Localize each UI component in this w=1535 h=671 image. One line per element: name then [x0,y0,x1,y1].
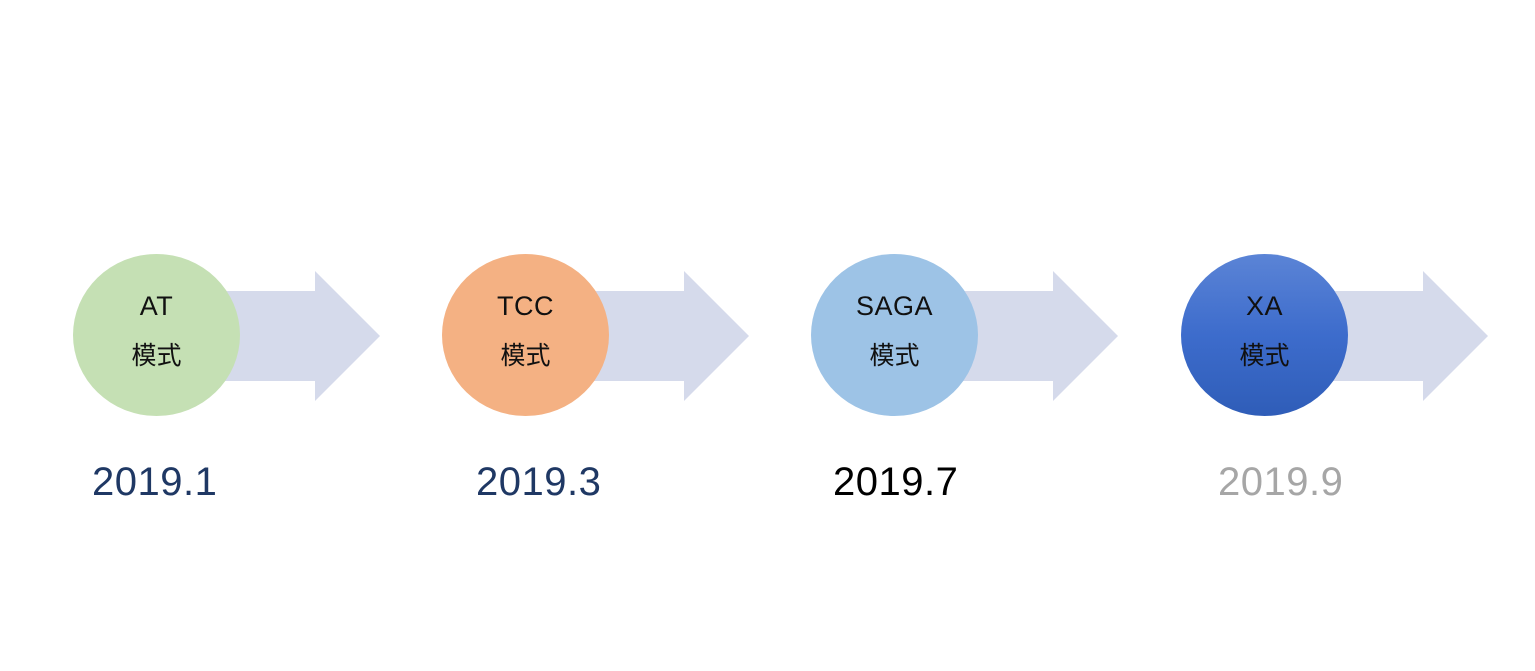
date-label-at: 2019.1 [92,460,218,504]
mode-name: TCC [497,291,554,321]
arrow-shape [567,271,749,401]
mode-circle-at: AT 模式 [73,254,240,416]
date-label-xa: 2019.9 [1218,460,1344,504]
timeline-step-xa: XA 模式 [1181,254,1491,424]
arrow-right-icon [936,271,1118,401]
mode-circle-xa: XA 模式 [1181,254,1348,416]
mode-circle-tcc: TCC 模式 [442,254,609,416]
timeline-step-at: AT 模式 [73,254,383,424]
date-label-tcc: 2019.3 [476,460,602,504]
timeline-step-saga: SAGA 模式 [811,254,1121,424]
date-label-saga: 2019.7 [833,460,959,504]
mode-name: XA [1245,291,1284,321]
arrow-right-icon [1306,271,1488,401]
mode-circle-saga: SAGA 模式 [811,254,978,416]
timeline-step-tcc: TCC 模式 [442,254,752,424]
arrow-shape [936,271,1118,401]
mode-label: 模式 [869,341,920,370]
arrow-right-icon [567,271,749,401]
arrow-shape [198,271,380,401]
mode-name: SAGA [855,291,934,321]
mode-label: 模式 [500,341,551,370]
mode-label: 模式 [1239,341,1290,370]
mode-name: AT [139,291,174,321]
arrow-right-icon [198,271,380,401]
arrow-shape [1306,271,1488,401]
mode-label: 模式 [131,341,182,370]
